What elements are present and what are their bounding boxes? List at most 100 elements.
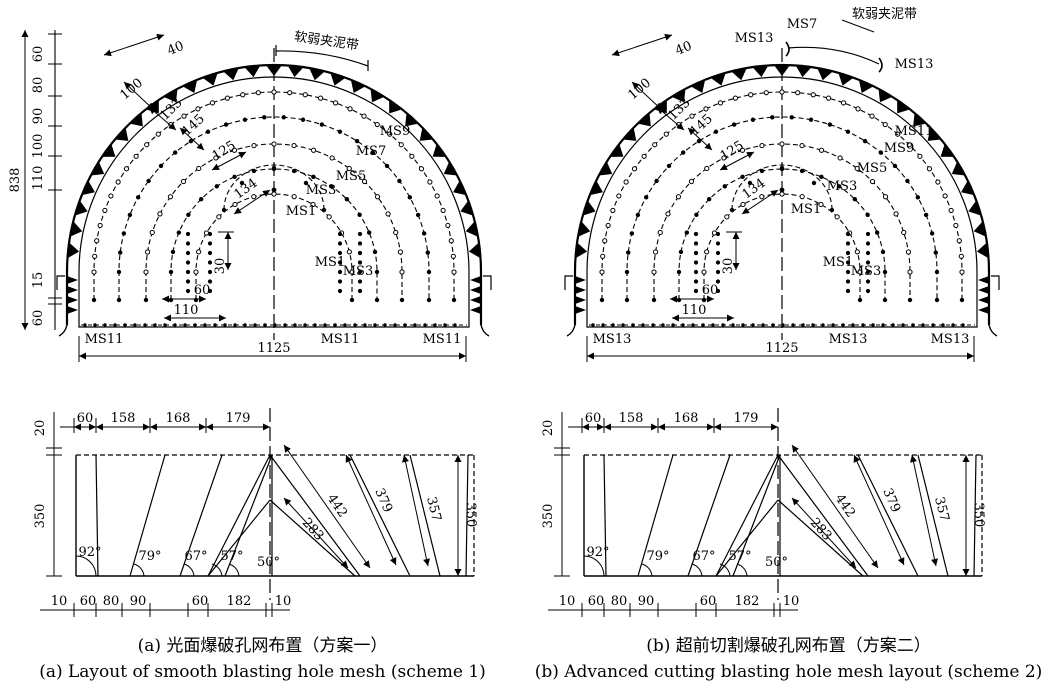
cut-hole bbox=[185, 231, 191, 237]
spacing-dim bbox=[611, 33, 673, 57]
cut-hole bbox=[845, 231, 851, 237]
contour-hole bbox=[346, 249, 352, 255]
cut-hole bbox=[207, 231, 213, 237]
contour-hole bbox=[251, 194, 257, 200]
contour-hole bbox=[167, 194, 174, 200]
lining-hatch bbox=[330, 72, 346, 86]
contour-hole bbox=[663, 131, 669, 137]
floor-hole bbox=[861, 323, 865, 327]
blast-hole-trace bbox=[129, 454, 166, 577]
spacing-label: 133 bbox=[665, 95, 693, 123]
contour-hole bbox=[311, 174, 316, 180]
scheme-b-panel: 软弱夹泥带MS13MS7MS13MS11MS9MS5MS3MS1MS1MS310… bbox=[541, 7, 1000, 617]
floor-delay-label: MS11 bbox=[321, 332, 360, 347]
contour-hole bbox=[905, 178, 910, 184]
lining-foot bbox=[988, 324, 998, 337]
contour-hole bbox=[347, 106, 353, 112]
delay-label: MS3 bbox=[306, 183, 337, 198]
contour-hole bbox=[271, 141, 277, 147]
floor-hole bbox=[761, 323, 765, 327]
contour-hole bbox=[684, 230, 690, 235]
spacing-label: 125 bbox=[210, 138, 239, 164]
floor-hole bbox=[851, 323, 855, 327]
cut-hole bbox=[357, 269, 363, 275]
contour-hole bbox=[361, 113, 367, 119]
contour-hole bbox=[895, 131, 901, 137]
top-dim-label: 168 bbox=[166, 411, 191, 426]
height-segment-label: 15 bbox=[31, 272, 46, 289]
lining-inner-edge bbox=[586, 76, 978, 328]
contour-hole bbox=[694, 212, 699, 217]
height-segment-label: 60 bbox=[31, 310, 46, 327]
lining-hatch bbox=[432, 143, 447, 157]
contour-hole bbox=[374, 297, 380, 303]
contour-hole bbox=[271, 89, 277, 95]
lining-hatch bbox=[470, 286, 481, 294]
contour-hole bbox=[759, 194, 765, 200]
cut-hole bbox=[207, 260, 213, 265]
contour-hole bbox=[115, 179, 121, 185]
wall-bracket bbox=[483, 275, 492, 290]
cut-hole bbox=[207, 269, 213, 275]
delay-label: MS7 bbox=[787, 17, 818, 32]
lining-hatch bbox=[460, 200, 474, 216]
cut-hole bbox=[865, 279, 871, 284]
contour-hole bbox=[172, 150, 178, 155]
left-dim-label: 350 bbox=[541, 504, 556, 529]
floor-hole bbox=[611, 323, 615, 327]
contour-hole bbox=[251, 142, 257, 149]
floor-hole bbox=[333, 323, 337, 327]
cut-hole bbox=[357, 241, 363, 246]
cut-hole bbox=[715, 269, 721, 275]
angle-label: 57° bbox=[220, 549, 243, 564]
spacing-dim bbox=[211, 151, 247, 171]
lining-hatch bbox=[978, 276, 989, 284]
hole-contour bbox=[195, 193, 353, 300]
lining-hatch bbox=[90, 161, 105, 176]
contour-hole bbox=[427, 179, 433, 185]
contour-hole bbox=[374, 269, 380, 275]
contour-hole bbox=[882, 121, 888, 128]
left-dim-label: 20 bbox=[33, 420, 48, 437]
contour-hole bbox=[332, 100, 339, 106]
contour-hole bbox=[223, 122, 229, 127]
contour-hole bbox=[626, 250, 631, 255]
floor-hole bbox=[591, 323, 595, 327]
contour-hole bbox=[724, 214, 730, 220]
contour-hole bbox=[623, 179, 629, 185]
contour-hole bbox=[329, 155, 335, 161]
lining-hatch bbox=[609, 143, 624, 157]
contour-hole bbox=[291, 142, 297, 149]
contour-hole bbox=[857, 269, 863, 275]
contour-hole bbox=[302, 92, 308, 98]
lining-hatch bbox=[731, 68, 747, 81]
floor-hole bbox=[941, 323, 945, 327]
floor-delay-label: MS13 bbox=[931, 332, 970, 347]
contour-hole bbox=[641, 153, 647, 159]
contour-hole bbox=[387, 131, 393, 137]
bottom-dim-label: 60 bbox=[588, 594, 605, 609]
blast-hole-trace bbox=[637, 454, 674, 577]
floor-hole bbox=[243, 323, 247, 327]
lining-hatch bbox=[470, 276, 481, 284]
angle-label: 79° bbox=[138, 549, 161, 564]
contour-hole bbox=[418, 166, 425, 172]
cut-hole bbox=[715, 231, 721, 237]
contour-hole bbox=[704, 249, 710, 255]
lining-hatch bbox=[101, 143, 116, 157]
floor-hole bbox=[283, 323, 287, 327]
lining-hatch bbox=[74, 200, 88, 216]
lining-hatch bbox=[878, 88, 893, 103]
floor-hole bbox=[661, 323, 665, 327]
contour-hole bbox=[224, 95, 231, 101]
floor-hole bbox=[393, 323, 397, 327]
floor-hole bbox=[453, 323, 457, 327]
blast-hole-trace bbox=[179, 454, 223, 577]
contour-hole bbox=[349, 297, 355, 303]
floor-hole bbox=[293, 323, 297, 327]
delay-label: MS11 bbox=[895, 124, 934, 139]
contour-hole bbox=[643, 195, 649, 200]
lining-hatch bbox=[582, 200, 596, 216]
floor-hole bbox=[133, 323, 137, 327]
cut-hole bbox=[337, 288, 343, 294]
